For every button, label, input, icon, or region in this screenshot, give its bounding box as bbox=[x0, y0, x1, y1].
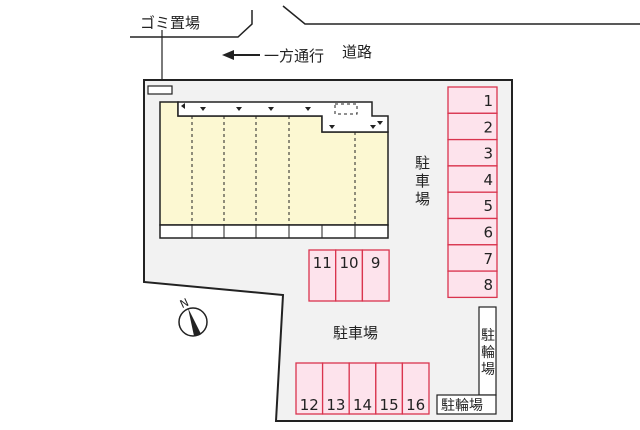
parking-space-6 bbox=[447, 217, 498, 246]
one-way-label: 一方通行 bbox=[264, 47, 324, 65]
parking-space-11 bbox=[308, 249, 337, 302]
parking-space-13 bbox=[321, 362, 350, 415]
north-compass-icon: N bbox=[178, 296, 208, 337]
parking-label-right-1: 駐 bbox=[415, 154, 430, 172]
bicycle-label-v1: 駐 bbox=[481, 328, 495, 344]
parking-space-7-number: 7 bbox=[483, 250, 493, 268]
parking-space-16 bbox=[401, 362, 430, 415]
parking-space-12-number: 12 bbox=[300, 396, 319, 414]
parking-space-3-number: 3 bbox=[483, 145, 493, 163]
parking-space-3 bbox=[447, 138, 498, 167]
parking-space-5-number: 5 bbox=[483, 197, 493, 215]
building bbox=[159, 101, 389, 239]
garbage-label: ゴミ置場 bbox=[140, 14, 200, 32]
garbage-area bbox=[147, 85, 173, 95]
parking-label-center: 駐車場 bbox=[333, 324, 378, 342]
parking-space-10-number: 10 bbox=[339, 254, 358, 272]
parking-space-13-number: 13 bbox=[326, 396, 345, 414]
parking-space-12 bbox=[295, 362, 324, 415]
parking-space-10 bbox=[335, 249, 364, 302]
bicycle-label-h: 駐輪場 bbox=[441, 397, 483, 414]
road-label: 道路 bbox=[342, 43, 372, 61]
road-edge-left bbox=[130, 10, 253, 38]
parking-space-1 bbox=[447, 86, 498, 114]
road-edge-right bbox=[282, 5, 640, 25]
parking-space-2 bbox=[447, 112, 498, 141]
parking-space-2-number: 2 bbox=[483, 118, 493, 136]
parking-space-9 bbox=[361, 249, 390, 302]
parking-space-8-number: 8 bbox=[483, 276, 493, 294]
parking-space-1-number: 1 bbox=[483, 92, 493, 110]
parking-space-16-number: 16 bbox=[406, 396, 425, 414]
parking-space-11-number: 11 bbox=[313, 254, 332, 272]
bicycle-label-v3: 場 bbox=[481, 362, 495, 378]
parking-space-6-number: 6 bbox=[483, 224, 493, 242]
parking-space-4 bbox=[447, 165, 498, 193]
parking-middle-row: 11 10 9 bbox=[308, 249, 390, 302]
parking-space-9-number: 9 bbox=[371, 254, 381, 272]
parking-space-14 bbox=[348, 362, 377, 415]
parking-space-15-number: 15 bbox=[380, 396, 399, 414]
parking-label-right-3: 場 bbox=[415, 190, 430, 208]
parking-right-column: 1 2 3 4 5 6 7 8 bbox=[447, 86, 498, 299]
parking-space-7 bbox=[447, 244, 498, 272]
parking-space-14-number: 14 bbox=[353, 396, 372, 414]
parking-space-5 bbox=[447, 191, 498, 220]
parking-bottom-row: 12 13 14 15 16 bbox=[295, 362, 430, 415]
bicycle-parking-horizontal bbox=[436, 394, 497, 415]
parking-label-right-2: 車 bbox=[415, 172, 430, 190]
parking-space-4-number: 4 bbox=[483, 171, 493, 189]
arrow-left-icon bbox=[222, 50, 260, 60]
parking-space-8 bbox=[447, 270, 498, 299]
bicycle-label-v2: 輪 bbox=[481, 344, 495, 361]
